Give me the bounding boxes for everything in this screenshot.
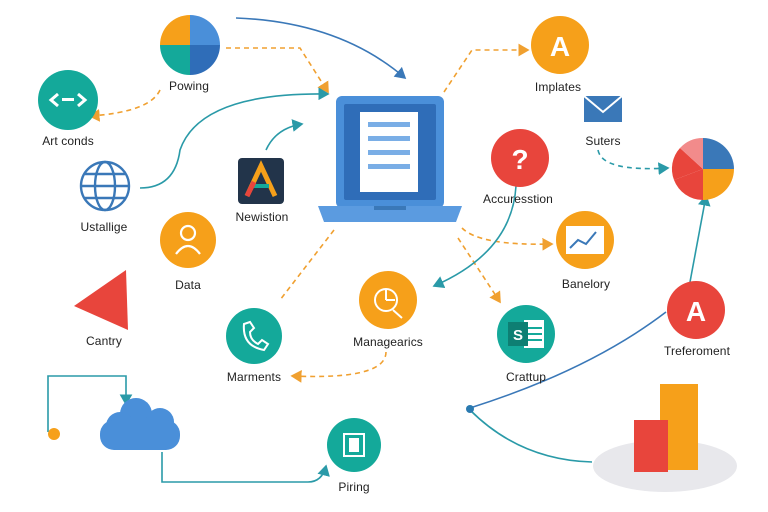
connector-question-managearics [432,185,517,289]
spreadsheet-icon [497,305,555,363]
label-accuresstion: Accuresstion [483,192,553,206]
connector-top-curve [235,17,407,80]
implates-glyph: A [550,31,570,62]
label-powing: Powing [169,79,209,93]
letter-a-icon-red [667,281,725,339]
label-marments: Marments [226,370,282,384]
letter-a-icon [531,16,589,74]
document-icon [327,418,381,472]
laptop-icon [318,96,462,222]
connector-cloud-piring [161,452,330,483]
connector-laptop-implates [443,43,530,93]
treferoment-glyph: A [686,296,706,327]
connector-dot-mid [466,405,474,413]
label-piring: Piring [338,480,370,494]
label-suters: Suters [585,134,621,148]
connector-dot-treferoment [469,311,667,409]
label-cantry: Cantry [86,334,122,348]
connector-newistion-laptop [265,119,304,151]
connector-left-bracket [47,375,133,432]
globe-icon [79,160,131,212]
label-treferoment: Treferoment [663,344,731,358]
label-data: Data [175,278,201,292]
label-crattup: Crattup [505,370,547,384]
connector-dot-barchart [469,409,593,463]
connector-managearics-marments [290,351,387,383]
line-chart-icon [556,211,614,269]
code-brackets-icon [38,70,98,130]
triangle-icon [74,270,128,330]
user-icon [160,212,216,268]
label-implates: Implates [534,80,582,94]
big-pie-chart-icon [671,137,734,201]
label-banelory: Banelory [561,277,611,291]
connector-laptop-marments [279,229,335,301]
connector-treferoment-piechart [689,194,711,283]
spreadsheet-glyph: S [513,327,523,344]
connector-ustallige-laptop [139,87,330,189]
clock-chart-icon [359,271,417,329]
label-ustallige: Ustallige [80,220,128,234]
connector-suters-piechart [597,149,670,175]
pie-chart-icon [160,15,220,75]
question-icon [491,129,549,187]
connector-powing-artconds [88,89,161,122]
phone-icon [226,308,282,364]
envelope-icon [583,95,623,122]
question-glyph: ? [511,144,528,175]
connector-dot-left [48,428,60,440]
label-art-conds: Art conds [42,134,94,148]
label-newistion: Newistion [235,210,289,224]
label-managearics: Managearics [353,335,423,349]
cloud-icon [100,398,180,450]
connector-laptop-crattup [457,237,501,304]
bar-chart-icon [593,384,737,492]
connector-laptop-banelory [461,227,554,251]
connectors [47,17,711,483]
a-logo-icon [238,158,284,204]
connector-powing-laptop [226,47,329,94]
